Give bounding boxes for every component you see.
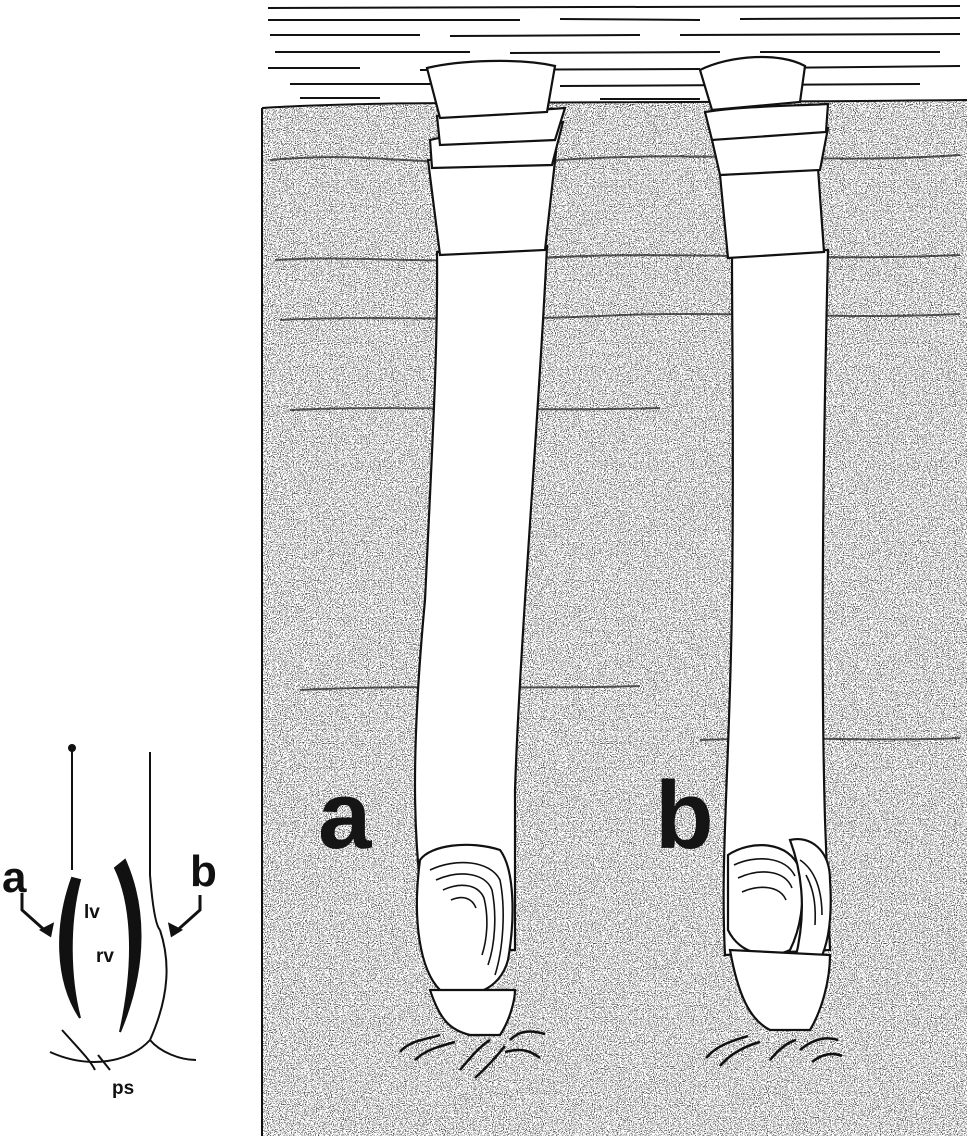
shell-a: [417, 845, 513, 995]
siphon-tip-b: [700, 57, 805, 110]
inset-label-a: a: [2, 853, 27, 902]
siphon-ring-b-1: [720, 168, 824, 258]
panel-label-b: b: [655, 762, 714, 869]
panel-label-a: a: [318, 762, 372, 869]
water-surface: [268, 6, 960, 99]
shell-b-left: [728, 845, 802, 955]
inset-label-b: b: [190, 847, 217, 896]
inset-schematic: [50, 745, 196, 1070]
inset-label-lv: lv: [84, 902, 100, 923]
inset-siphon-right: [150, 752, 160, 930]
inset-left-valve: [60, 878, 80, 1018]
inset-arrows: [22, 893, 200, 935]
sediment: [262, 96, 967, 1136]
inset-label-rv: rv: [96, 946, 114, 967]
inset-label-ps: ps: [112, 1078, 134, 1099]
inset-right-valve: [115, 860, 141, 1032]
siphon-tip-a: [427, 61, 555, 118]
